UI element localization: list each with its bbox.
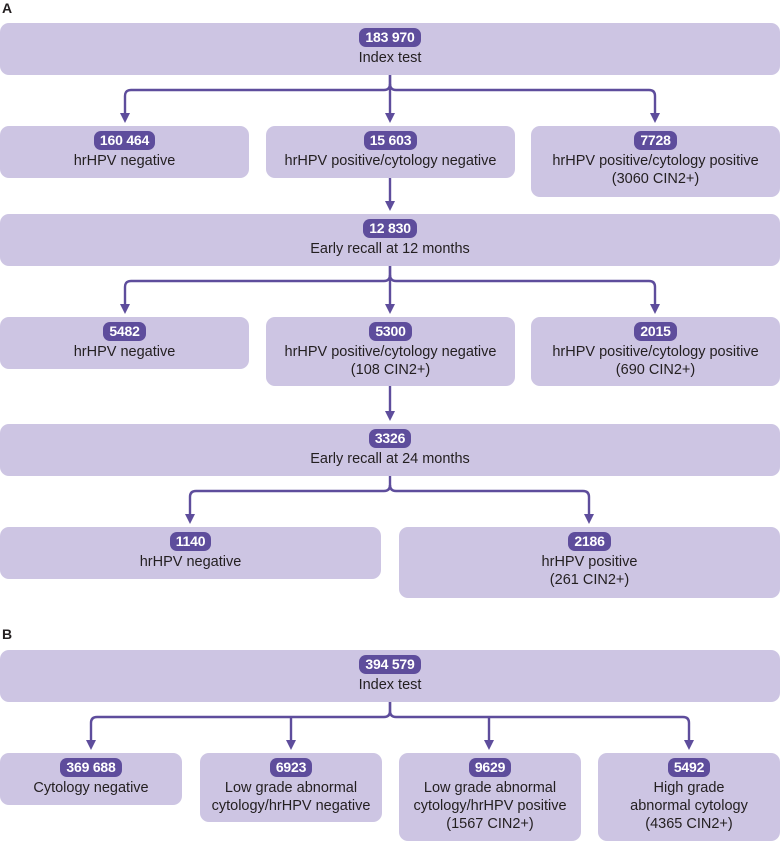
hrhpv-pos-cyt-neg-box: 15 603 hrHPV positive/cytology negative	[266, 126, 515, 178]
box-label: hrHPV positive/cytology positive (690 CI…	[531, 343, 780, 379]
low-grade-hrhpv-positive-box: 9629 Low grade abnormal cytology/hrHPV p…	[399, 753, 581, 841]
arrow-recall24-to-hrhpv-positive	[388, 484, 594, 524]
count-badge: 183 970	[359, 28, 421, 47]
arrow-recall12-to-hrhpv-negative	[120, 266, 392, 314]
box-label: Low grade abnormal cytology/hrHPV positi…	[399, 779, 581, 833]
count-badge: 9629	[468, 758, 512, 777]
box-label: hrHPV negative	[73, 153, 176, 169]
outcome-label: hrHPV positive/cytology positive	[552, 344, 759, 360]
outcome-label: Low grade abnormal	[423, 780, 557, 796]
outcome-label: hrHPV positive/cytology positive	[552, 153, 759, 169]
count-badge: 5300	[369, 322, 412, 341]
recall-24-box: 3326 Early recall at 24 months	[0, 424, 780, 476]
arrow-recall24-to-hrhpv-negative	[185, 476, 392, 524]
box-label: Early recall at 12 months	[310, 241, 470, 257]
cin2-note: (690 CIN2+)	[615, 362, 696, 378]
box-label: hrHPV negative	[73, 344, 176, 360]
hrhpv-negative-box: 1140 hrHPV negative	[0, 527, 381, 579]
count-badge: 5482	[103, 322, 146, 341]
count-badge: 394 579	[359, 655, 421, 674]
box-label: hrHPV positive (261 CIN2+)	[399, 553, 780, 589]
outcome-label: Low grade abnormal	[224, 780, 358, 796]
arrow-b-to-low-grade-pos	[388, 702, 694, 750]
count-badge: 5492	[667, 758, 711, 777]
outcome-label: High grade	[653, 780, 725, 796]
low-grade-hrhpv-negative-box: 6923 Low grade abnormal cytology/hrHPV n…	[200, 753, 382, 822]
box-label: Early recall at 24 months	[310, 451, 470, 467]
count-badge: 15 603	[363, 131, 418, 150]
count-badge: 2015	[634, 322, 677, 341]
index-test-box: 394 579 Index test	[0, 650, 780, 702]
arrow-index-to-hrhpv-negative	[120, 75, 392, 123]
count-badge: 2186	[568, 532, 611, 551]
count-badge: 3326	[368, 429, 412, 448]
outcome-label-line2: cytology/hrHPV negative	[211, 798, 371, 814]
box-label: hrHPV positive/cytology negative	[284, 153, 497, 169]
outcome-label-line2: abnormal cytology	[630, 798, 748, 814]
cin2-note: (261 CIN2+)	[549, 572, 630, 588]
cin2-note: (4365 CIN2+)	[645, 816, 733, 832]
box-label: Cytology negative	[0, 779, 182, 797]
box-label: High grade abnormal cytology (4365 CIN2+…	[598, 779, 780, 833]
box-label: Low grade abnormal cytology/hrHPV negati…	[200, 779, 382, 815]
box-label: Index test	[358, 50, 422, 66]
arrow-index-to-pos-cyt-pos	[388, 83, 660, 123]
count-badge: 369 688	[60, 758, 122, 777]
panel-b-label: B	[2, 626, 13, 642]
panel-a-label: A	[2, 0, 13, 16]
count-badge: 12 830	[363, 219, 417, 238]
count-badge: 1140	[169, 532, 212, 551]
box-label: hrHPV negative	[139, 554, 242, 570]
cytology-negative-box: 369 688 Cytology negative	[0, 753, 182, 805]
outcome-label: hrHPV positive/cytology negative	[284, 344, 497, 360]
box-label: Index test	[358, 677, 422, 693]
count-badge: 6923	[269, 758, 313, 777]
outcome-label: Cytology negative	[33, 780, 149, 796]
high-grade-box: 5492 High grade abnormal cytology (4365 …	[598, 753, 780, 841]
hrhpv-positive-box: 2186 hrHPV positive (261 CIN2+)	[399, 527, 780, 598]
hrhpv-pos-cyt-neg-box: 5300 hrHPV positive/cytology negative (1…	[266, 317, 515, 386]
count-badge: 7728	[634, 131, 677, 150]
index-test-box: 183 970 Index test	[0, 23, 780, 75]
cin2-note: (1567 CIN2+)	[446, 816, 534, 832]
recall-12-box: 12 830 Early recall at 12 months	[0, 214, 780, 266]
arrow-b-to-cytology-negative	[86, 702, 392, 750]
box-label: hrHPV positive/cytology positive (3060 C…	[531, 152, 780, 188]
hrhpv-pos-cyt-pos-box: 7728 hrHPV positive/cytology positive (3…	[531, 126, 780, 197]
outcome-label: hrHPV positive	[541, 554, 638, 570]
cin2-note: (3060 CIN2+)	[611, 171, 700, 187]
outcome-label-line2: cytology/hrHPV positive	[413, 798, 567, 814]
count-badge: 160 464	[93, 131, 156, 150]
hrhpv-pos-cyt-pos-box: 2015 hrHPV positive/cytology positive (6…	[531, 317, 780, 386]
hrhpv-negative-box: 5482 hrHPV negative	[0, 317, 249, 369]
arrow-recall12-to-pos-cyt-pos	[388, 274, 660, 314]
box-label: hrHPV positive/cytology negative (108 CI…	[266, 343, 515, 379]
cin2-note: (108 CIN2+)	[350, 362, 431, 378]
hrhpv-negative-box: 160 464 hrHPV negative	[0, 126, 249, 178]
